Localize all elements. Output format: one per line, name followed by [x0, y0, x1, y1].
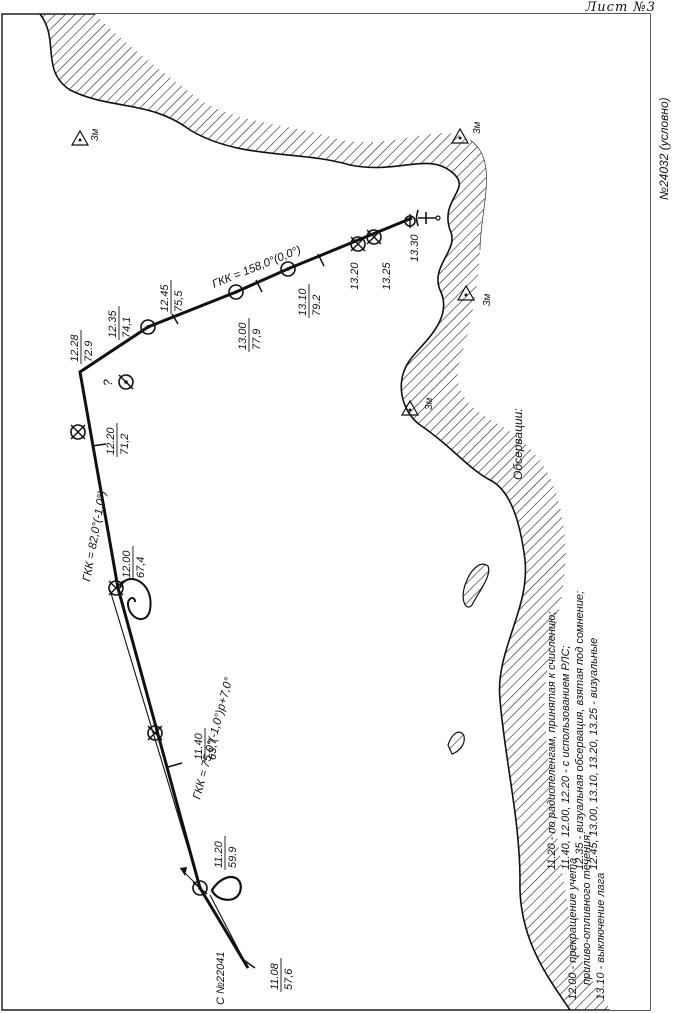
track-time-label: 13.30	[409, 234, 421, 262]
fix-marker-icon	[404, 214, 416, 228]
note-line: 13.10 - выключение лага	[595, 873, 607, 1000]
track-point-label: 12.45 75,5	[159, 280, 185, 314]
fix-marker-icon	[70, 424, 86, 440]
svg-text:12.45: 12.45	[159, 284, 171, 312]
svg-text:11.40: 11.40	[193, 732, 205, 760]
svg-text:12.20: 12.20	[105, 427, 117, 455]
fix-marker-icon	[280, 261, 296, 277]
svg-text:11.20: 11.20	[213, 840, 225, 868]
fix-marker-icon	[108, 580, 124, 596]
landmark-triangle-icon: 3м	[450, 121, 483, 144]
fix-marker-icon	[228, 284, 244, 300]
track-point-label: 11.40 63,7	[193, 728, 219, 762]
svg-text:71,2: 71,2	[119, 434, 131, 455]
track-point-label: 12.00 67,4	[121, 546, 147, 580]
track-point-label: 13.10 79.2	[297, 284, 323, 318]
svg-text:77,9: 77,9	[251, 329, 263, 350]
doubt-mark: ?	[101, 379, 115, 386]
landmark-label: 3м	[482, 293, 493, 306]
svg-text:57,6: 57,6	[283, 968, 295, 990]
landmark-label: 3м	[472, 121, 483, 134]
svg-text:11.08: 11.08	[269, 962, 281, 990]
landmark-triangle-icon: 3м	[456, 284, 493, 306]
observations-line: 11.20 - по радиопеленгам, принятая к счи…	[546, 612, 558, 870]
svg-text:12.00: 12.00	[121, 550, 133, 578]
fix-marker-icon	[140, 319, 156, 335]
track-time-label: 13.25	[381, 262, 393, 290]
fix-marker-icon	[147, 725, 163, 741]
note-line: приливо-отливного течения;	[581, 832, 593, 985]
island-2	[447, 731, 465, 755]
observations-line: 12.45, 13.00, 13.10, 13.20, 13.25 - визу…	[588, 638, 600, 870]
track-point-label: 12.35 74,1	[107, 306, 133, 340]
svg-text:12.28: 12.28	[69, 334, 81, 362]
svg-text:63,7: 63,7	[207, 738, 219, 760]
track-point-label: 11.20 59.9	[213, 836, 239, 870]
svg-text:59.9: 59.9	[227, 847, 239, 868]
svg-text:79.2: 79.2	[311, 295, 323, 316]
svg-text:75,5: 75,5	[173, 290, 185, 312]
track-point-label: 12.28 72.9	[69, 330, 95, 364]
svg-text:74,1: 74,1	[121, 317, 133, 338]
note-line: 12.00 - прекращение учета	[567, 858, 579, 1000]
svg-text:67,4: 67,4	[135, 557, 147, 578]
anchor-icon	[415, 209, 441, 227]
sheet-label: Лист №3	[585, 0, 656, 15]
track-point-label: 11.08 57,6	[269, 958, 295, 992]
svg-text:72.9: 72.9	[83, 341, 95, 362]
track-time-label: 13.20	[349, 262, 361, 290]
fix-marker-icon	[366, 229, 382, 245]
start-label: С №22041	[215, 951, 227, 1005]
track-point-label: 13.00 77,9	[237, 318, 263, 352]
landmark-triangle-icon: 3м	[400, 397, 435, 416]
fix-marker-icon	[192, 880, 208, 896]
svg-text:13.00: 13.00	[237, 322, 249, 350]
observations-title: Обсервации:	[511, 408, 525, 480]
landmark-label: 3м	[90, 128, 101, 141]
island-1	[462, 563, 490, 608]
track-point-label: 12.20 71,2	[105, 423, 131, 457]
landmark-label: 3м	[424, 397, 435, 410]
observations-line: 12.35 - визуальная обсервация, взятая по…	[574, 591, 586, 870]
heading-label-2: ГКК = 82,0°(-1,0°)	[81, 490, 109, 583]
svg-text:12.35: 12.35	[107, 310, 119, 338]
fix-marker-icon	[350, 236, 366, 252]
land-interior	[95, 14, 650, 1010]
svg-text:13.10: 13.10	[297, 288, 309, 316]
notes-block: 12.00 - прекращение учета приливо-отливн…	[567, 832, 607, 1000]
chart-number: №24032 (условно)	[657, 97, 671, 200]
landmark-triangle-icon: 3м	[70, 128, 101, 146]
observations-line: 11.40, 12.00, 12.20 - с использованием Р…	[560, 646, 572, 871]
fix-marker-icon	[118, 374, 134, 390]
observations-legend: Обсервации: 11.20 - по радиопеленгам, пр…	[511, 408, 600, 870]
